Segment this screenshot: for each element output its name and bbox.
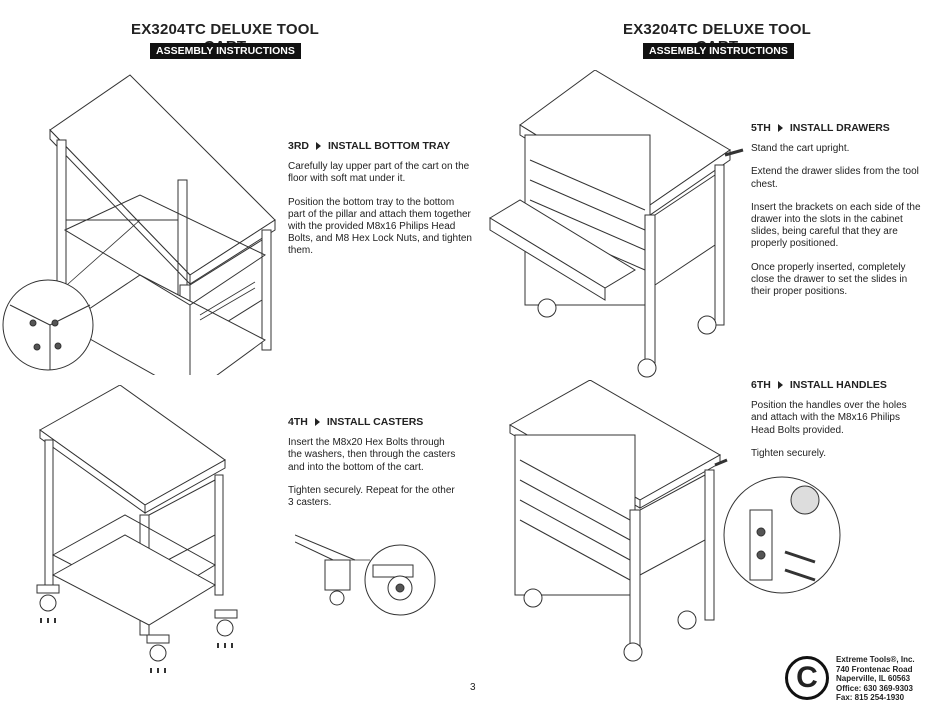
company-address-line1: 740 Frontenac Road (836, 664, 913, 674)
company-name: Extreme Tools®, Inc. (836, 655, 915, 664)
left-subtitle-badge: ASSEMBLY INSTRUCTIONS (150, 43, 301, 59)
step5-instructions: 5TH INSTALL DRAWERS Stand the cart uprig… (751, 122, 921, 309)
step4-instructions: 4TH INSTALL CASTERS Insert the M8x20 Hex… (288, 416, 458, 520)
step3-title: INSTALL BOTTOM TRAY (328, 140, 451, 152)
step6-paragraph: Tighten securely. (751, 447, 827, 459)
step5-number: 5TH (751, 122, 771, 134)
arrow-right-icon (316, 142, 322, 151)
step4-heading: 4TH INSTALL CASTERS (288, 416, 458, 428)
company-address-line2: Naperville, IL 60563 (836, 674, 911, 683)
step6-number: 6TH (751, 379, 771, 391)
arrow-right-icon (314, 418, 320, 427)
step4-cart-illustration (25, 385, 255, 695)
step6-instructions: 6TH INSTALL HANDLES Position the handles… (751, 379, 926, 471)
step6-cart-illustration (505, 380, 735, 665)
company-info: Extreme Tools®, Inc. 740 Frontenac Road … (836, 655, 915, 703)
step4-paragraph: Tighten securely. Repeat for the other 3… (288, 484, 455, 509)
step3-paragraph: Carefully lay upper part of the cart on … (288, 161, 470, 185)
step3-heading: 3RD INSTALL BOTTOM TRAY (288, 140, 473, 152)
step4-number: 4TH (288, 416, 308, 428)
step5-heading: 5TH INSTALL DRAWERS (751, 122, 921, 134)
step6-title: INSTALL HANDLES (789, 379, 887, 391)
handle-detail-illustration (720, 470, 845, 600)
step3-paragraph: Position the bottom tray to the bottom p… (288, 196, 472, 257)
step3-number: 3RD (288, 140, 310, 152)
step5-cart-illustration (485, 70, 750, 380)
step5-paragraph: Extend the drawer slides from the tool c… (751, 166, 919, 190)
step5-paragraph: Insert the brackets on each side of the … (751, 201, 921, 250)
step3-cart-illustration (0, 70, 285, 375)
arrow-right-icon (777, 124, 783, 133)
step6-heading: 6TH INSTALL HANDLES (751, 379, 926, 391)
caster-detail-illustration (295, 530, 445, 620)
company-office-phone: Office: 630 369-9303 (836, 683, 913, 693)
page-number: 3 (470, 682, 476, 693)
right-subtitle-badge: ASSEMBLY INSTRUCTIONS (643, 43, 794, 59)
copyright-icon: C (785, 656, 829, 700)
step5-title: INSTALL DRAWERS (789, 122, 890, 134)
step4-title: INSTALL CASTERS (326, 416, 424, 428)
step6-paragraph: Position the handles over the holes and … (751, 400, 907, 436)
step4-paragraph: Insert the M8x20 Hex Bolts through the w… (288, 437, 456, 473)
company-fax: Fax: 815 254-1930 (836, 693, 905, 702)
step3-instructions: 3RD INSTALL BOTTOM TRAY Carefully lay up… (288, 140, 473, 269)
step5-paragraph: Once properly inserted, completely close… (751, 261, 908, 298)
arrow-right-icon (777, 381, 783, 390)
step5-paragraph: Stand the cart upright. (751, 143, 850, 155)
